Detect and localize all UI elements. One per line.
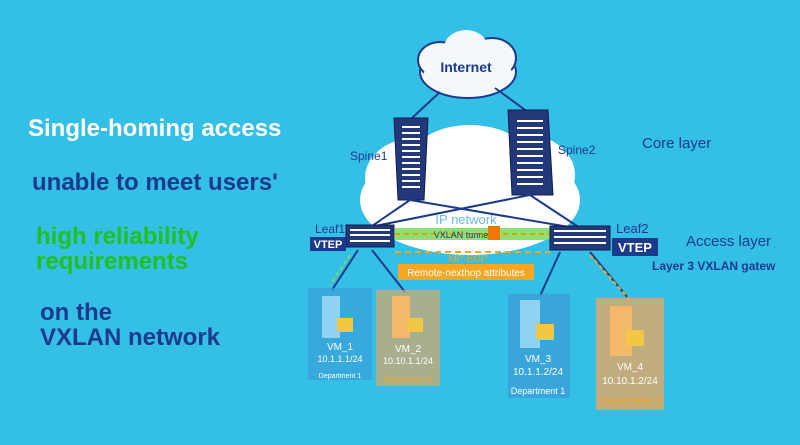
l3-gateway-label: Layer 3 VXLAN gatew	[652, 259, 776, 273]
leaf1-switch	[345, 224, 395, 248]
internet-label: Internet	[440, 59, 492, 75]
core-layer-label: Core layer	[642, 135, 711, 152]
vm3-dept: Department 1	[511, 386, 566, 396]
vm1-ip: 10.1.1.1/24	[317, 354, 362, 364]
vm2-ip: 10.10.1.1/24	[383, 356, 433, 366]
remote-nexthop-label: Remote-nexthop attributes	[407, 268, 525, 279]
vm4-panel: VM_4 10.10.1.2/24 Department 2	[596, 298, 664, 410]
leaf2-label: Leaf2	[616, 221, 649, 236]
vm4-name: VM_4	[617, 362, 644, 373]
vm3-name: VM_3	[525, 354, 552, 365]
tunnel-marker	[488, 226, 500, 240]
heading-line-4: on the VXLAN network	[40, 299, 221, 352]
vxlan-tunnel-label: VXLAN tunnel	[434, 230, 491, 240]
internet-cloud: Internet	[417, 30, 517, 99]
remote-nexthop-box	[398, 264, 534, 280]
heading-line-1: Single-homing access	[28, 115, 282, 142]
vm3-ip: 10.1.1.2/24	[513, 367, 563, 378]
heading-line-3: high reliability requirements	[36, 223, 199, 276]
vm3-panel: VM_3 10.1.1.2/24 Department 1	[508, 294, 570, 398]
vm4-ip: 10.10.1.2/24	[602, 376, 658, 387]
vm2-name: VM_2	[395, 344, 422, 355]
vm1-dept: Department 1	[319, 373, 362, 380]
leaf1-label: Leaf1	[315, 222, 345, 236]
vtep-right-badge	[612, 238, 658, 256]
heading-line-2: unable to meet users'	[32, 169, 278, 196]
access-layer-label: Access layer	[686, 233, 771, 250]
spine2-switch	[507, 109, 554, 196]
vtep-left-label: VTEP	[314, 239, 343, 251]
vm1-panel: VM_1 10.1.1.1/24 Department 1	[308, 288, 372, 380]
vm4-dept: Department 2	[600, 396, 661, 407]
vtep-right-label: VTEP	[618, 240, 652, 255]
mp-bgp-label: MP-BGP	[448, 254, 488, 265]
ip-network-label: IP network	[435, 212, 497, 227]
vtep-left-badge	[310, 237, 346, 251]
vxlan-tunnel-band	[395, 228, 550, 240]
heading-line-3b: requirements	[36, 248, 189, 276]
vm1-name: VM_1	[327, 342, 354, 353]
vm2-panel: VM_2 10.10.1.1/24 Department 2	[376, 290, 440, 386]
heading-line-3a: high reliability	[36, 223, 199, 250]
spine1-switch	[393, 117, 429, 201]
vm2-dept: Department 2	[384, 375, 433, 384]
heading-line-4a: on the	[40, 299, 112, 326]
spine1-label: Spine1	[350, 149, 388, 163]
spine2-label: Spine2	[558, 143, 596, 157]
leaf2-switch	[549, 225, 611, 251]
heading-line-4b: VXLAN network	[40, 324, 221, 352]
